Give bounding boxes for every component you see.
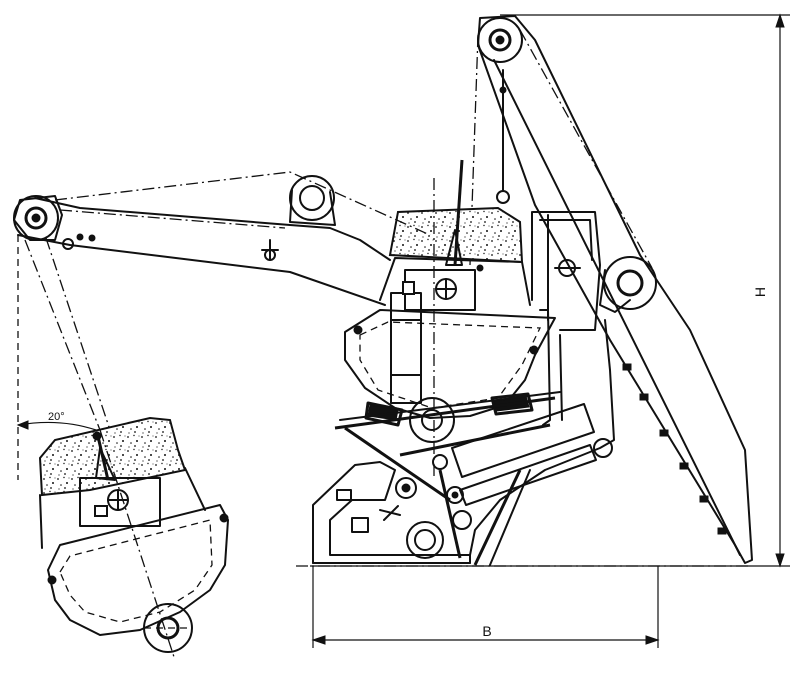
height-dimension-label: H bbox=[752, 287, 768, 297]
davit-frame bbox=[531, 211, 601, 331]
width-dimension-label: B bbox=[482, 623, 491, 639]
angle-indicator bbox=[16, 235, 97, 480]
dimension-lines bbox=[296, 13, 790, 648]
davit-base-cradle bbox=[312, 309, 615, 566]
angle-label: 20° bbox=[48, 411, 65, 423]
stowed-boat-keel bbox=[409, 397, 455, 443]
outboard-davit-arm bbox=[13, 171, 431, 431]
stowed-davit-arm bbox=[469, 15, 753, 564]
stowed-lifeboat bbox=[344, 159, 556, 480]
lowered-lifeboat bbox=[38, 416, 229, 661]
